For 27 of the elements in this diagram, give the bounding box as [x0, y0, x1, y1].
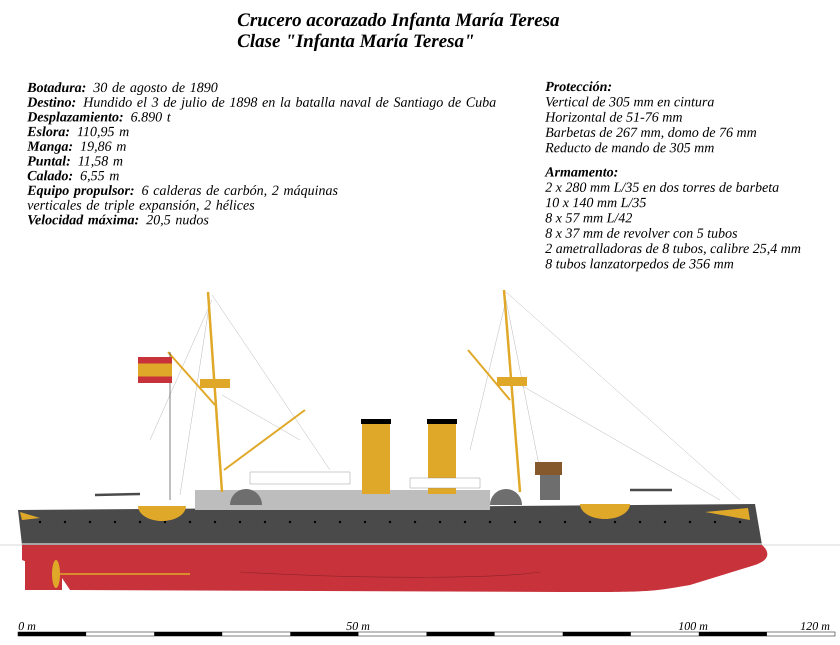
- spec-line: 8 tubos lanzatorpedos de 356 mm: [546, 258, 734, 272]
- spec-line: Reducto de mando de 305 mm: [545, 142, 714, 152]
- spec-line: Vertical de 305 mm en cintura: [546, 96, 714, 107]
- section-heading: Protección:: [545, 81, 612, 92]
- spec-line: Desplazamiento: 6.890 t: [27, 112, 171, 124]
- scale-label: 120 m: [800, 622, 830, 630]
- spec-line: 10 x 140 mm L/35: [546, 198, 646, 208]
- subtitle: Clase "Infanta María Teresa": [238, 34, 474, 52]
- spec-line: Equipo propulsor: 6 calderas de carbón, 2 máquinas verticales de triple expansión, 2 hélices: [27, 185, 338, 213]
- spec-line: Eslora: 110,95 m: [27, 126, 129, 138]
- spec-line: Botadura: 30 de agosto de 1890: [27, 82, 218, 95]
- spec-line: Barbetas de 267 mm, domo de 76 mm: [545, 127, 756, 140]
- spec-line: Puntal: 11,58 m: [27, 156, 122, 168]
- spec-line: Manga: 19,86 m: [27, 141, 126, 154]
- scale-label: 0 m: [18, 622, 36, 630]
- spec-line: Horizontal de 51-76 mm: [545, 112, 682, 122]
- spec-line: Destino: Hundido el 3 de julio de 1898 en la batalla naval de Santiago de Cuba: [27, 96, 496, 110]
- spec-line: Velocidad máxima: 20,5 nudos: [28, 214, 208, 226]
- scale-label: 100 m: [678, 622, 708, 630]
- section-heading: Armamento:: [544, 167, 618, 177]
- spec-line: 8 x 57 mm L/42: [546, 213, 632, 223]
- spec-line: Calado: 6,55 m: [28, 170, 119, 182]
- title: Crucero acorazado Infanta María Teresa: [238, 12, 560, 30]
- scale-label: 50 m: [346, 622, 370, 630]
- spec-line: 2 x 280 mm L/35 en dos torres de barbeta: [545, 182, 779, 192]
- spec-line: 2 ametralladoras de 8 tubos, calibre 25,4 mm: [545, 243, 800, 256]
- spec-line: 8 x 37 mm de revolver con 5 tubos: [546, 228, 738, 238]
